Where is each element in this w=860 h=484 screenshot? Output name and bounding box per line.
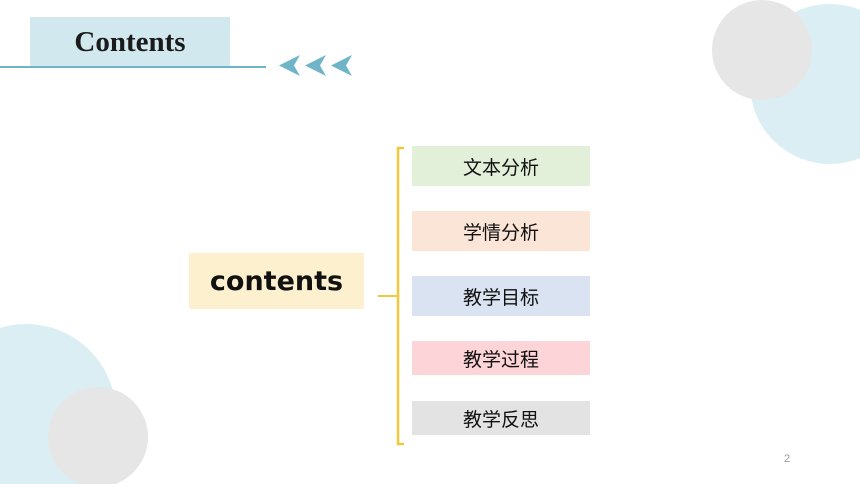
list-item: 学情分析 [412, 211, 590, 251]
title-banner: Contents [30, 17, 230, 67]
title-underline [0, 66, 266, 68]
list-item: 教学目标 [412, 276, 590, 316]
list-item: 教学反思 [412, 401, 590, 435]
list-item: 文本分析 [412, 146, 590, 186]
page-title: Contents [74, 25, 186, 58]
page-number: 2 [784, 453, 791, 465]
bracket-connector [378, 146, 404, 446]
decor-circle-gray-top-right [712, 0, 812, 100]
list-item: 教学过程 [412, 341, 590, 375]
triple-chevron-left-icon [279, 55, 352, 76]
center-label: contents [209, 265, 344, 297]
center-label-box: contents [189, 253, 364, 309]
decor-circle-gray-bottom-left [48, 387, 148, 484]
